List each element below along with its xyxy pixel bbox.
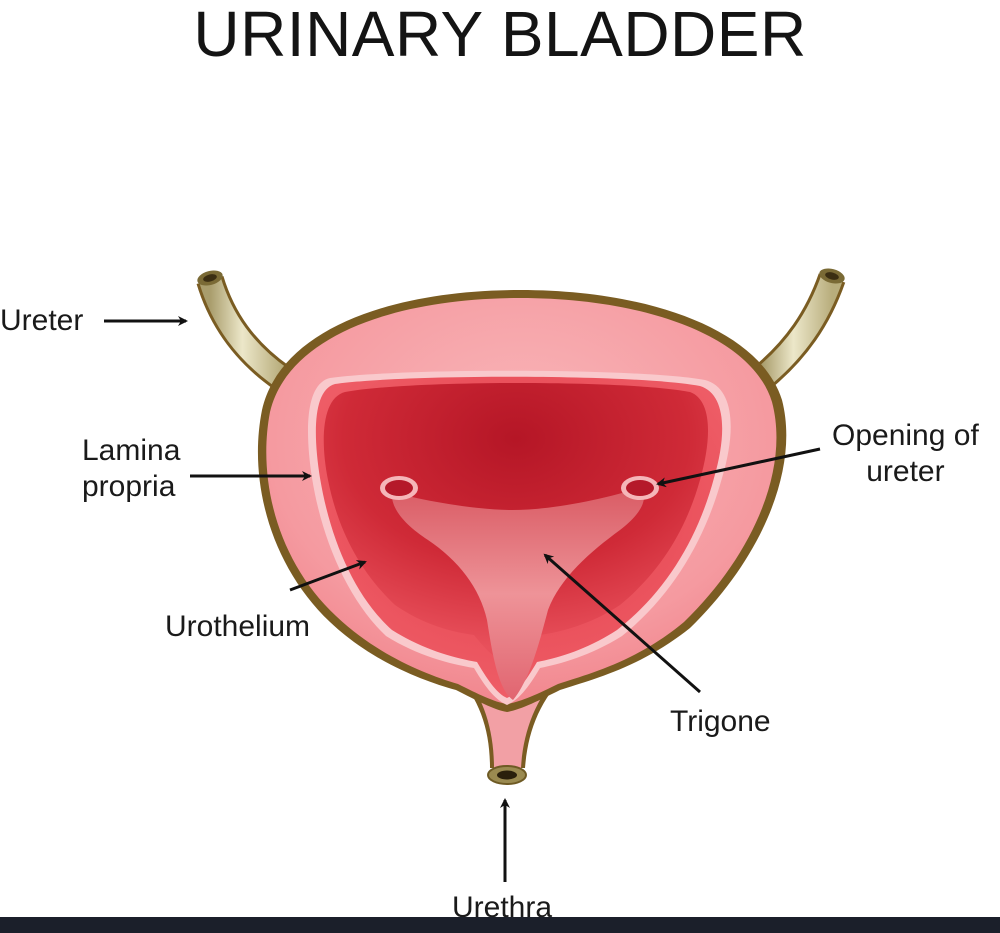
right-ureter	[752, 268, 846, 389]
opening-of-ureter-arrow	[656, 447, 821, 488]
label-urothelium: Urothelium	[165, 610, 311, 643]
label-lamina-propria: Lamina propria	[82, 433, 180, 505]
page-title: URINARY BLADDER	[193, 0, 807, 70]
urothelium-arrow	[289, 560, 367, 592]
label-opening-of-ureter-line2: ureter	[866, 455, 945, 488]
trigone-region	[391, 488, 644, 700]
label-opening-of-ureter-line1: Opening of	[832, 419, 979, 452]
label-trigone: Trigone	[670, 705, 771, 738]
left-ureter	[196, 270, 291, 390]
right-ureter-opening	[621, 476, 659, 500]
label-lamina-propria-line1: Lamina	[82, 434, 181, 467]
left-ureter-opening	[380, 476, 418, 500]
label-opening-of-ureter: Opening of ureter	[832, 418, 979, 490]
bottom-bar	[0, 917, 1000, 933]
label-lamina-propria-line2: propria	[82, 470, 176, 503]
trigone-arrow	[543, 553, 701, 694]
label-ureter: Ureter	[0, 304, 84, 337]
